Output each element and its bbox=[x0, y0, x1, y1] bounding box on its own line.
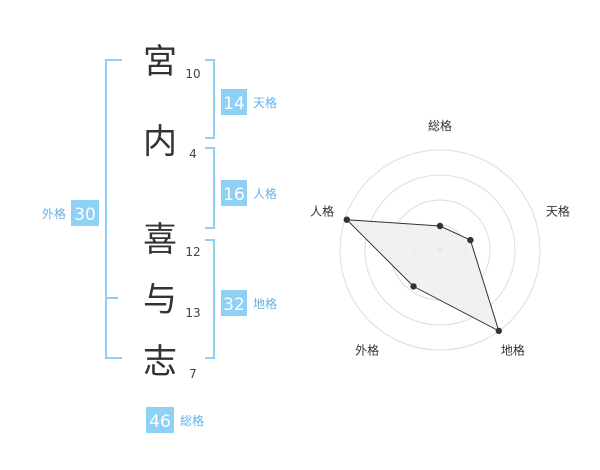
gaikaku-label: 外格 bbox=[42, 206, 66, 221]
stroke-count-4: 13 bbox=[185, 306, 200, 320]
soukaku-value: 46 bbox=[149, 412, 171, 432]
tenkaku-label: 天格 bbox=[253, 95, 277, 110]
radar-series-shape bbox=[345, 219, 500, 332]
radar-point-2 bbox=[467, 236, 474, 244]
radar-ring-4 bbox=[339, 149, 541, 351]
radar-point-5 bbox=[343, 216, 350, 223]
soukaku-badge bbox=[146, 407, 174, 433]
gaikaku-bracket bbox=[105, 59, 122, 359]
radar-axis-label-3: 地格 bbox=[501, 342, 525, 357]
soukaku-label: 総格 bbox=[180, 413, 204, 428]
jinkaku-label: 人格 bbox=[253, 186, 277, 201]
jinkaku-group: 16 人格 bbox=[221, 180, 277, 206]
radar-axis-label-2: 天格 bbox=[546, 204, 570, 219]
name-char-5: 志 bbox=[143, 342, 177, 382]
jinkaku-bracket bbox=[205, 147, 215, 229]
jinkaku-value: 16 bbox=[223, 185, 245, 205]
radar-axis-label-1: 総格 bbox=[428, 118, 452, 133]
tenkaku-group: 14 天格 bbox=[221, 89, 277, 115]
soukaku-group: 46 総格 bbox=[146, 407, 204, 433]
jinkaku-badge bbox=[221, 180, 247, 206]
radar-point-1 bbox=[436, 222, 444, 230]
chikaku-bracket bbox=[205, 239, 215, 359]
stroke-count-5: 7 bbox=[189, 367, 197, 381]
radar-ring-3 bbox=[364, 174, 516, 326]
stroke-count-3: 12 bbox=[185, 245, 200, 259]
chikaku-label: 地格 bbox=[253, 296, 277, 311]
tenkaku-badge bbox=[221, 89, 247, 115]
gaikaku-badge bbox=[71, 200, 99, 226]
name-char-3: 喜 bbox=[143, 220, 177, 260]
stroke-count-1: 10 bbox=[185, 67, 200, 81]
name-char-4: 与 bbox=[143, 280, 177, 320]
name-char-2: 内 bbox=[143, 122, 177, 162]
tenkaku-bracket bbox=[205, 59, 215, 139]
gaikaku-value: 30 bbox=[74, 205, 96, 225]
tenkaku-value: 14 bbox=[223, 94, 245, 114]
radar-point-4 bbox=[410, 283, 417, 290]
gaikaku-group: 外格 30 bbox=[42, 200, 99, 226]
name-column: 宮 10 内 4 喜 12 与 13 志 7 bbox=[143, 42, 201, 382]
radar-axis-label-5: 人格 bbox=[310, 204, 334, 219]
chikaku-badge bbox=[221, 290, 247, 316]
name-char-1: 宮 bbox=[143, 42, 177, 82]
radar-point-3 bbox=[495, 327, 502, 335]
radar-axis-label-4: 外格 bbox=[355, 342, 379, 357]
brackets bbox=[105, 59, 215, 359]
stroke-count-2: 4 bbox=[189, 147, 197, 161]
chikaku-group: 32 地格 bbox=[221, 290, 277, 316]
chikaku-value: 32 bbox=[223, 295, 245, 315]
